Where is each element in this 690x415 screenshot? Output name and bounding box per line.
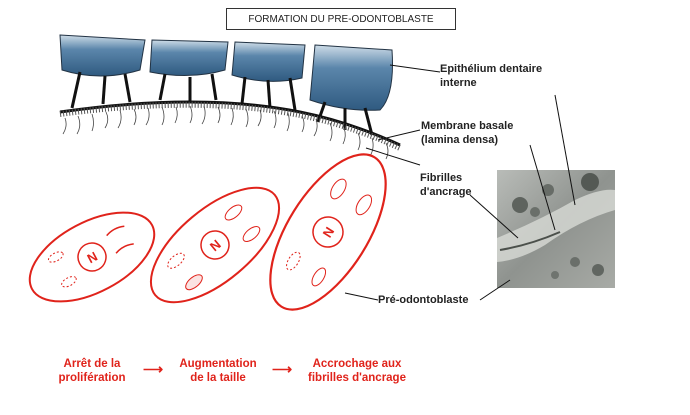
label-epithelium-line1: Epithélium dentaire bbox=[440, 63, 543, 75]
label-membrane-line2: (lamina densa) bbox=[421, 134, 499, 146]
anchoring-fibrils bbox=[62, 105, 389, 160]
label-epithelium-line2: interne bbox=[440, 77, 477, 89]
arrow-1: ⟶ bbox=[143, 361, 164, 377]
label-fibrilles-line2: d'ancrage bbox=[420, 186, 472, 198]
nucleus-1 bbox=[77, 242, 107, 272]
step-2-line2: de la taille bbox=[190, 372, 246, 384]
label-epithelium: Epithélium dentaire interne bbox=[440, 62, 542, 90]
label-membrane-line1: Membrane basale bbox=[421, 120, 514, 132]
label-fibrilles-line1: Fibrilles bbox=[420, 172, 463, 184]
cell-feet bbox=[70, 71, 374, 136]
preodontoblaste-cell-3: N bbox=[269, 153, 387, 311]
epithelium-cell bbox=[231, 41, 306, 82]
nucleus-3 bbox=[312, 216, 344, 248]
label-preodontoblaste: Pré-odontoblaste bbox=[378, 294, 469, 306]
step-3: Accrochage aux fibrilles d'ancrage bbox=[296, 357, 418, 385]
step-2: Augmentation de la taille bbox=[168, 357, 268, 385]
step-1: Arrêt de la prolifération bbox=[38, 357, 146, 385]
diagram-title: FORMATION DU PRE-ODONTOBLASTE bbox=[226, 8, 456, 30]
step-3-line1: Accrochage aux bbox=[312, 358, 402, 370]
label-fibrilles: Fibrilles d'ancrage bbox=[420, 171, 472, 199]
step-1-line1: Arrêt de la bbox=[63, 358, 121, 370]
nucleus-2 bbox=[200, 230, 230, 260]
label-membrane: Membrane basale (lamina densa) bbox=[421, 119, 513, 147]
epithelium-cell bbox=[309, 44, 393, 111]
basal-membrane-hatch bbox=[59, 101, 402, 151]
epithelium-cell bbox=[149, 39, 229, 77]
step-3-line2: fibrilles d'ancrage bbox=[308, 372, 406, 384]
arrow-2: ⟶ bbox=[272, 361, 293, 377]
leader-lines bbox=[344, 64, 576, 301]
preodontoblaste-cell-2: N bbox=[149, 186, 281, 304]
preodontoblaste-cell-1: N bbox=[28, 211, 156, 303]
electron-micrograph bbox=[497, 170, 615, 288]
step-1-line2: prolifération bbox=[58, 372, 126, 384]
basal-membrane bbox=[59, 100, 401, 147]
epithelium-cells bbox=[59, 34, 393, 111]
epithelium-cell bbox=[59, 34, 146, 77]
step-2-line1: Augmentation bbox=[179, 358, 257, 370]
